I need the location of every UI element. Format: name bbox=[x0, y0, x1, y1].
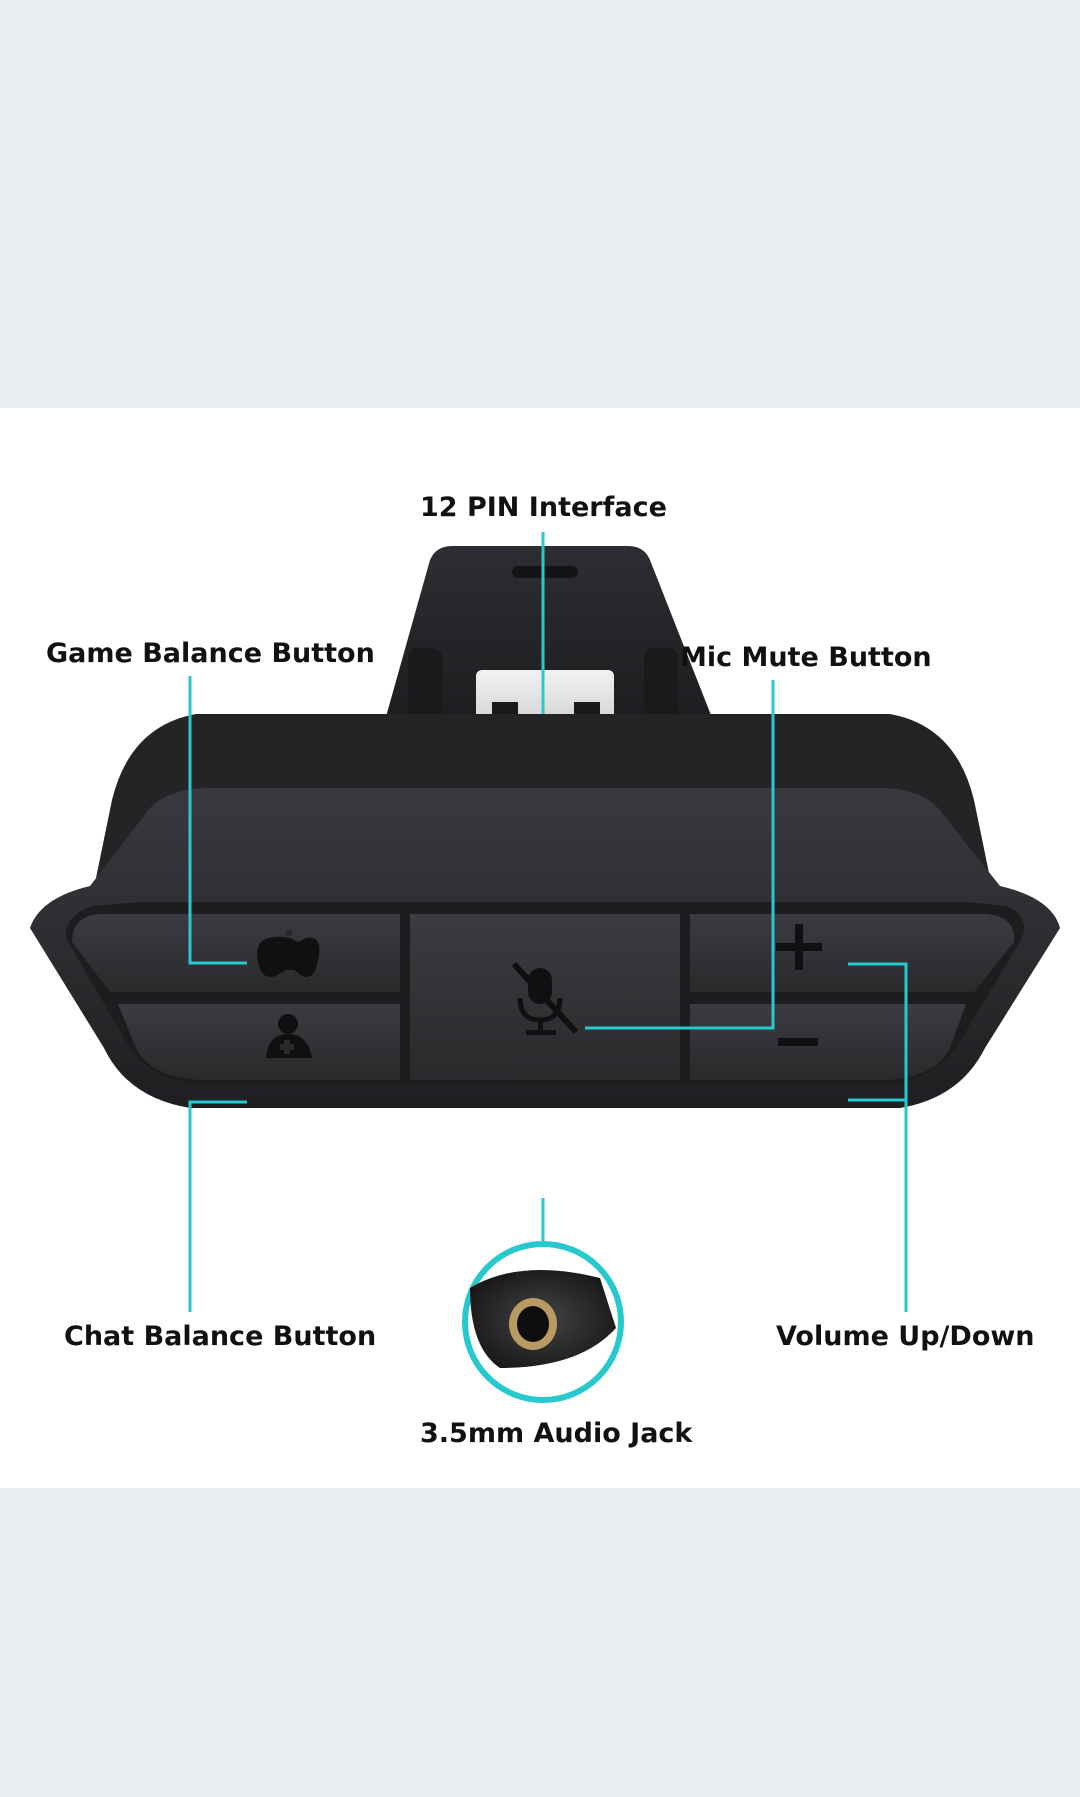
volume-down-button[interactable] bbox=[690, 1004, 966, 1080]
chat-balance-button[interactable] bbox=[118, 1004, 400, 1080]
gamepad-icon bbox=[257, 930, 320, 977]
game-callout-line bbox=[188, 676, 247, 965]
mic-muted-icon bbox=[511, 961, 579, 1035]
plus-icon bbox=[776, 924, 822, 970]
audio-jack-icon bbox=[462, 1241, 624, 1403]
mic-mute-label: Mic Mute Button bbox=[680, 642, 932, 673]
volume-label: Volume Up/Down bbox=[776, 1321, 1035, 1352]
chat-balance-label: Chat Balance Button bbox=[64, 1321, 377, 1352]
pin-interface-label: 12 PIN Interface bbox=[420, 492, 667, 523]
housing-slot bbox=[512, 566, 578, 578]
audio-jack-label: 3.5mm Audio Jack bbox=[420, 1418, 693, 1449]
person-plus-icon bbox=[266, 1014, 312, 1058]
game-balance-label: Game Balance Button bbox=[46, 638, 375, 669]
minus-icon bbox=[778, 1038, 818, 1046]
product-image: 12 PIN Interface Game Balance Button Mic… bbox=[0, 408, 1080, 1488]
chat-callout-line bbox=[188, 1100, 247, 1312]
top-background-band bbox=[0, 0, 1080, 408]
mic-callout-line bbox=[585, 680, 775, 1030]
bottom-background-band bbox=[0, 1488, 1080, 1797]
volume-callout-line bbox=[848, 962, 908, 1312]
connector-housing bbox=[380, 546, 720, 738]
volume-up-button[interactable] bbox=[690, 914, 1015, 992]
callout-lines bbox=[188, 532, 908, 1312]
headset-adapter-illustration bbox=[30, 532, 1060, 1403]
game-balance-button[interactable] bbox=[72, 914, 400, 992]
